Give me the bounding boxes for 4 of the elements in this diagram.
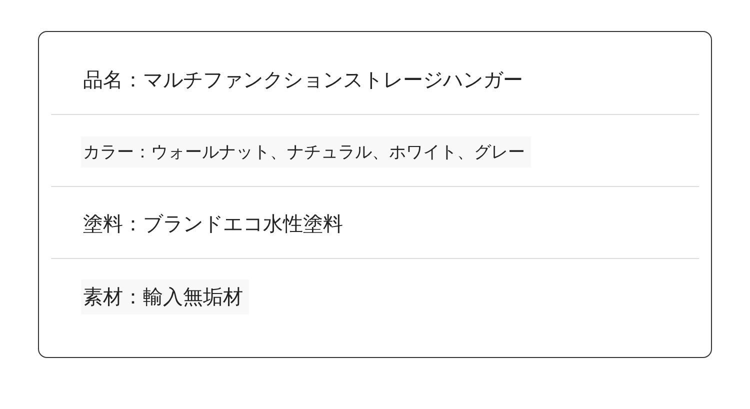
spec-text: 塗料：ブランドエコ水性塗料 (82, 210, 344, 238)
spec-text: 素材：輸入無垢材 (81, 280, 249, 314)
spec-text: 品名：マルチファンクションストレージハンガー (82, 66, 524, 94)
spec-text: カラー：ウォールナット、ナチュラル、ホワイト、グレー (81, 136, 531, 168)
